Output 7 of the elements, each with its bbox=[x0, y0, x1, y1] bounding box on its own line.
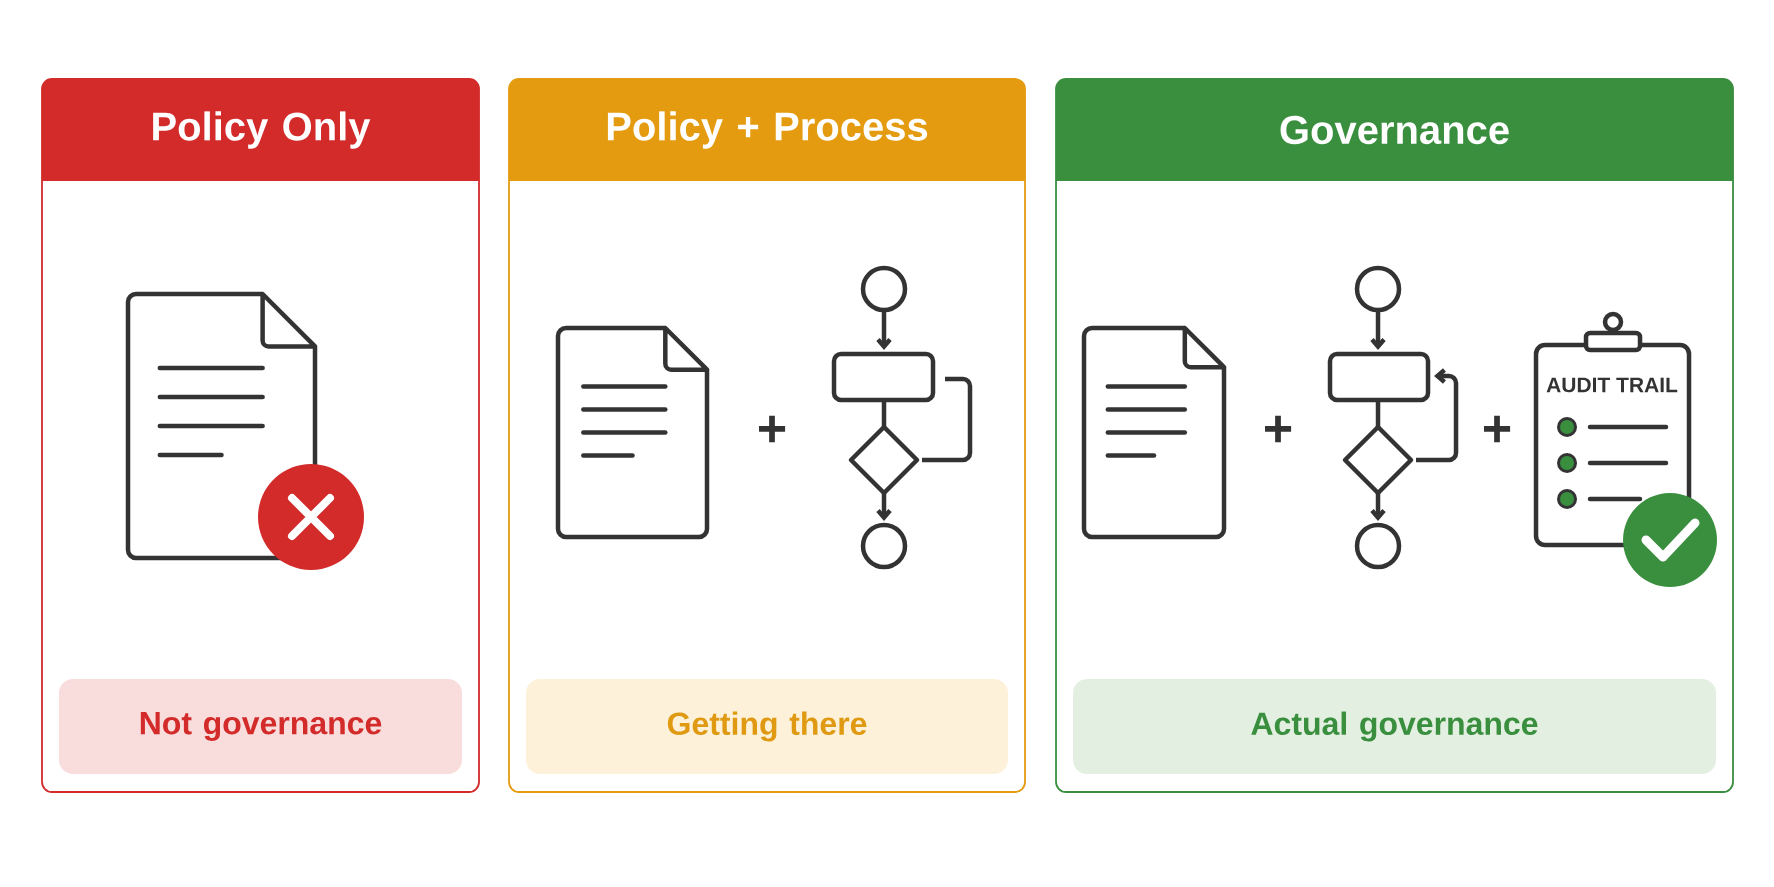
clipboard-title: AUDIT TRAIL bbox=[1546, 377, 1678, 393]
plus-sign: + bbox=[1484, 415, 1511, 443]
status-banner: Actual governance bbox=[1073, 679, 1716, 774]
status-banner: Getting there bbox=[526, 679, 1008, 774]
plus-sign: + bbox=[1265, 415, 1292, 443]
status-banner: Not governance bbox=[59, 679, 462, 774]
plus-sign: + bbox=[759, 415, 786, 443]
